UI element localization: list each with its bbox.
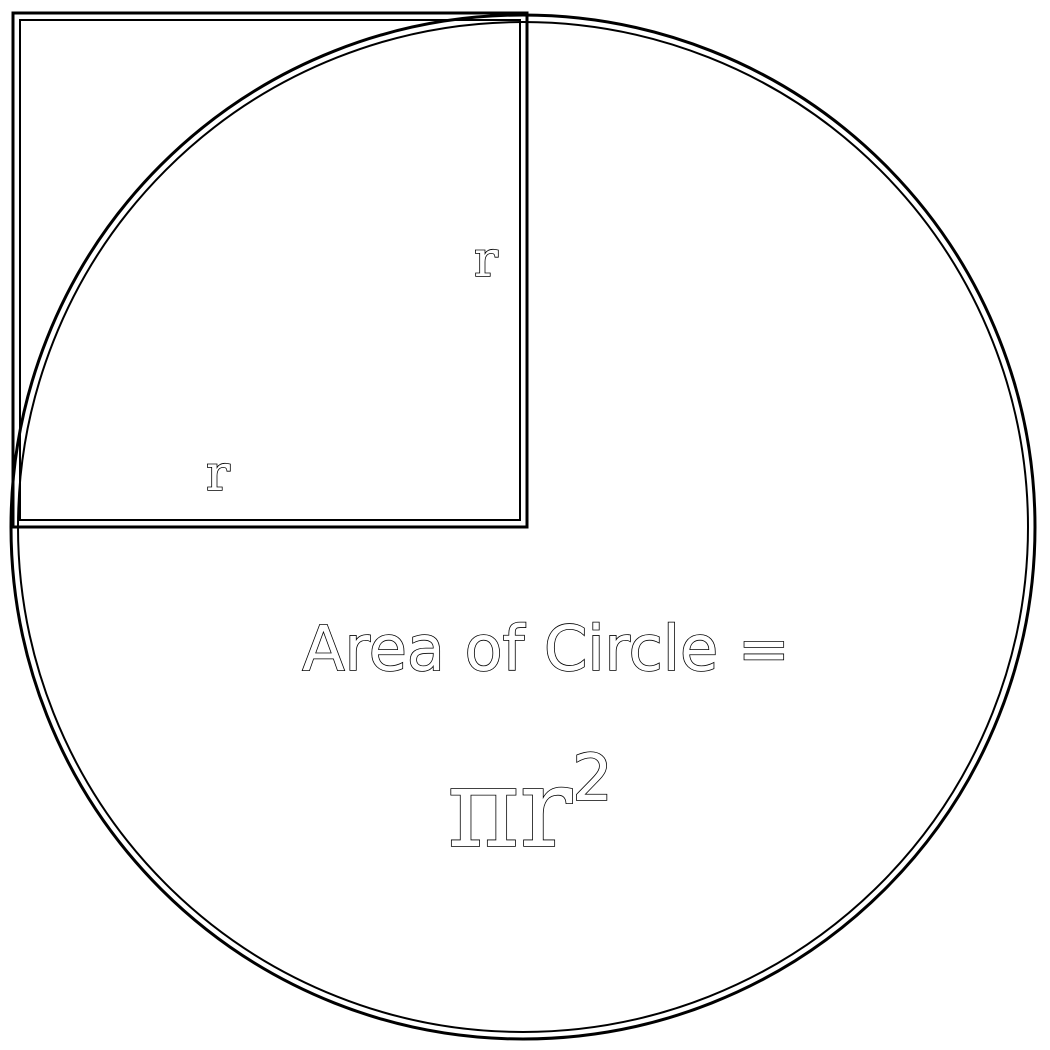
area-formula: πr2 bbox=[447, 742, 613, 872]
radius-square-outer-outline bbox=[11, 11, 529, 529]
area-caption: Area of Circle = bbox=[302, 612, 790, 685]
radius-square-inner-outline bbox=[19, 19, 521, 521]
radius-square bbox=[11, 11, 529, 529]
radius-label-vertical: r bbox=[474, 230, 498, 288]
radius-label-horizontal: r bbox=[206, 444, 230, 502]
circle-outer-outline bbox=[9, 13, 1037, 1041]
formula-base: πr bbox=[447, 744, 572, 872]
formula-exponent: 2 bbox=[572, 742, 613, 816]
